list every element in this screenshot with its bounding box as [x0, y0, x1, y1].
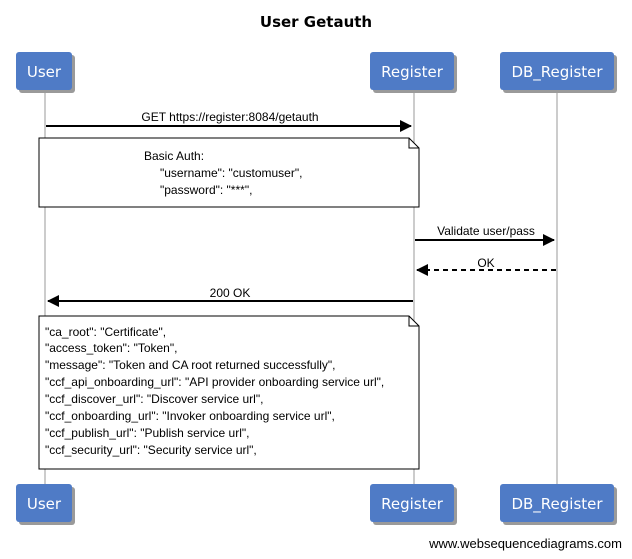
note-response-line-4: "ccf_api_onboarding_url": "API provider …: [45, 375, 384, 389]
message-ok-label: OK: [477, 256, 494, 270]
diagram-title: User Getauth: [260, 13, 372, 31]
actor-user-top: User: [16, 52, 75, 93]
actor-db-register-bottom-label: DB_Register: [511, 495, 603, 514]
actor-user-label: User: [27, 63, 62, 81]
actor-register-label: Register: [381, 63, 444, 81]
note-response-line-1: "ca_root": "Certificate",: [45, 325, 166, 339]
note-response-line-7: "ccf_publish_url": "Publish service url"…: [45, 426, 249, 440]
message-get-label: GET https://register:8084/getauth: [141, 110, 318, 124]
note-request: Basic Auth: "username": "customuser", "p…: [38, 137, 420, 208]
actor-register-top: Register: [370, 52, 457, 93]
note-response-line-5: "ccf_discover_url": "Discover service ur…: [45, 392, 263, 406]
actor-db-register-bottom: DB_Register: [500, 484, 617, 525]
note-response-line-6: "ccf_onboarding_url": "Invoker onboardin…: [45, 409, 335, 423]
watermark: www.websequencediagrams.com: [428, 536, 622, 551]
actor-user-bottom: User: [16, 484, 75, 525]
note-response-line-3: "message": "Token and CA root returned s…: [45, 358, 336, 372]
note-request-line-3: "password": "***",: [160, 183, 252, 197]
note-request-line-2: "username": "customuser",: [160, 166, 302, 180]
note-request-line-1: Basic Auth:: [144, 149, 204, 163]
actor-db-register-label: DB_Register: [511, 63, 603, 82]
note-response-line-8: "ccf_security_url": "Security service ur…: [45, 443, 257, 457]
actor-register-bottom-label: Register: [381, 495, 444, 513]
actor-user-bottom-label: User: [27, 495, 62, 513]
note-response: "ca_root": "Certificate", "access_token"…: [38, 315, 420, 470]
actor-register-bottom: Register: [370, 484, 457, 525]
message-validate-label: Validate user/pass: [437, 224, 535, 238]
actor-db-register-top: DB_Register: [500, 52, 617, 93]
message-response-label: 200 OK: [210, 286, 251, 300]
note-response-line-2: "access_token": "Token",: [45, 341, 177, 355]
